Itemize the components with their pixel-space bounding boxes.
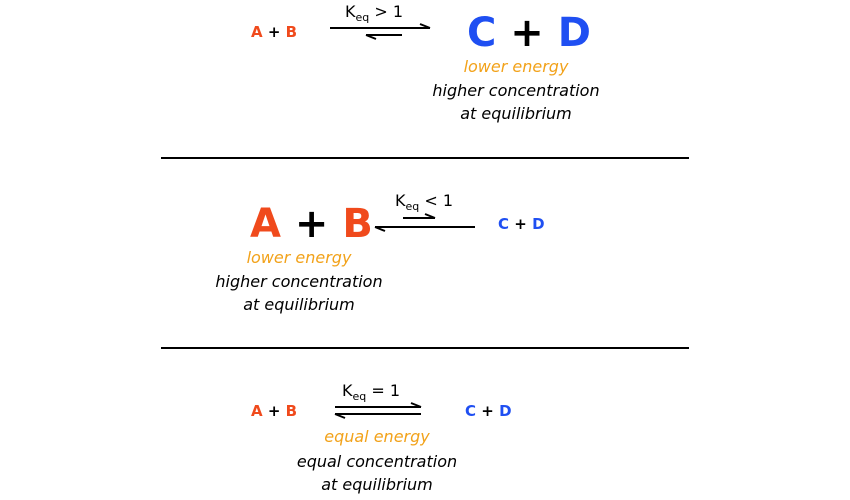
reactant-a: A [251,23,263,41]
product-c: C [498,215,510,233]
section-divider [161,157,689,159]
plus-sign: + [267,23,281,41]
plus-sign: + [510,10,544,56]
concentration-note: higher concentration [215,272,383,291]
plus-sign: + [294,201,329,247]
keq-label: Keq = 1 [342,381,401,403]
reactant-b: B [285,23,298,41]
equilibrium-note: at equilibrium [321,475,433,494]
product-d: D [499,402,512,420]
products-small: C + D [465,402,512,420]
plus-sign: + [514,215,527,233]
plus-sign: + [267,402,281,420]
concentration-note: higher concentration [432,81,600,100]
equilibrium-note: at equilibrium [243,295,355,314]
equilibrium-arrow-reverse-favored [374,213,475,232]
equilibrium-note: at equilibrium [460,104,572,123]
product-c: C [467,10,497,56]
product-d: D [557,10,591,56]
concentration-note: equal concentration [296,452,458,471]
product-c: C [465,402,477,420]
reactant-a: A [251,402,263,420]
products-large: C + D [467,12,591,54]
energy-note: lower energy [246,248,352,267]
equilibrium-arrow-balanced [334,402,422,419]
reactant-b: B [285,402,298,420]
product-d: D [532,215,545,233]
reactants-small: A + B [251,23,297,41]
reactant-a: A [250,201,281,247]
reactants-small: A + B [251,402,297,420]
energy-note: equal energy [324,427,430,446]
equilibrium-arrow-forward-favored [330,23,431,40]
energy-note: lower energy [463,57,569,76]
reactants-large: A + B [250,203,373,245]
products-small: C + D [498,215,545,233]
keq-label: Keq < 1 [395,191,454,213]
section-divider [161,347,689,349]
keq-label: Keq > 1 [345,2,404,24]
reactant-b: B [342,201,373,247]
plus-sign: + [481,402,494,420]
